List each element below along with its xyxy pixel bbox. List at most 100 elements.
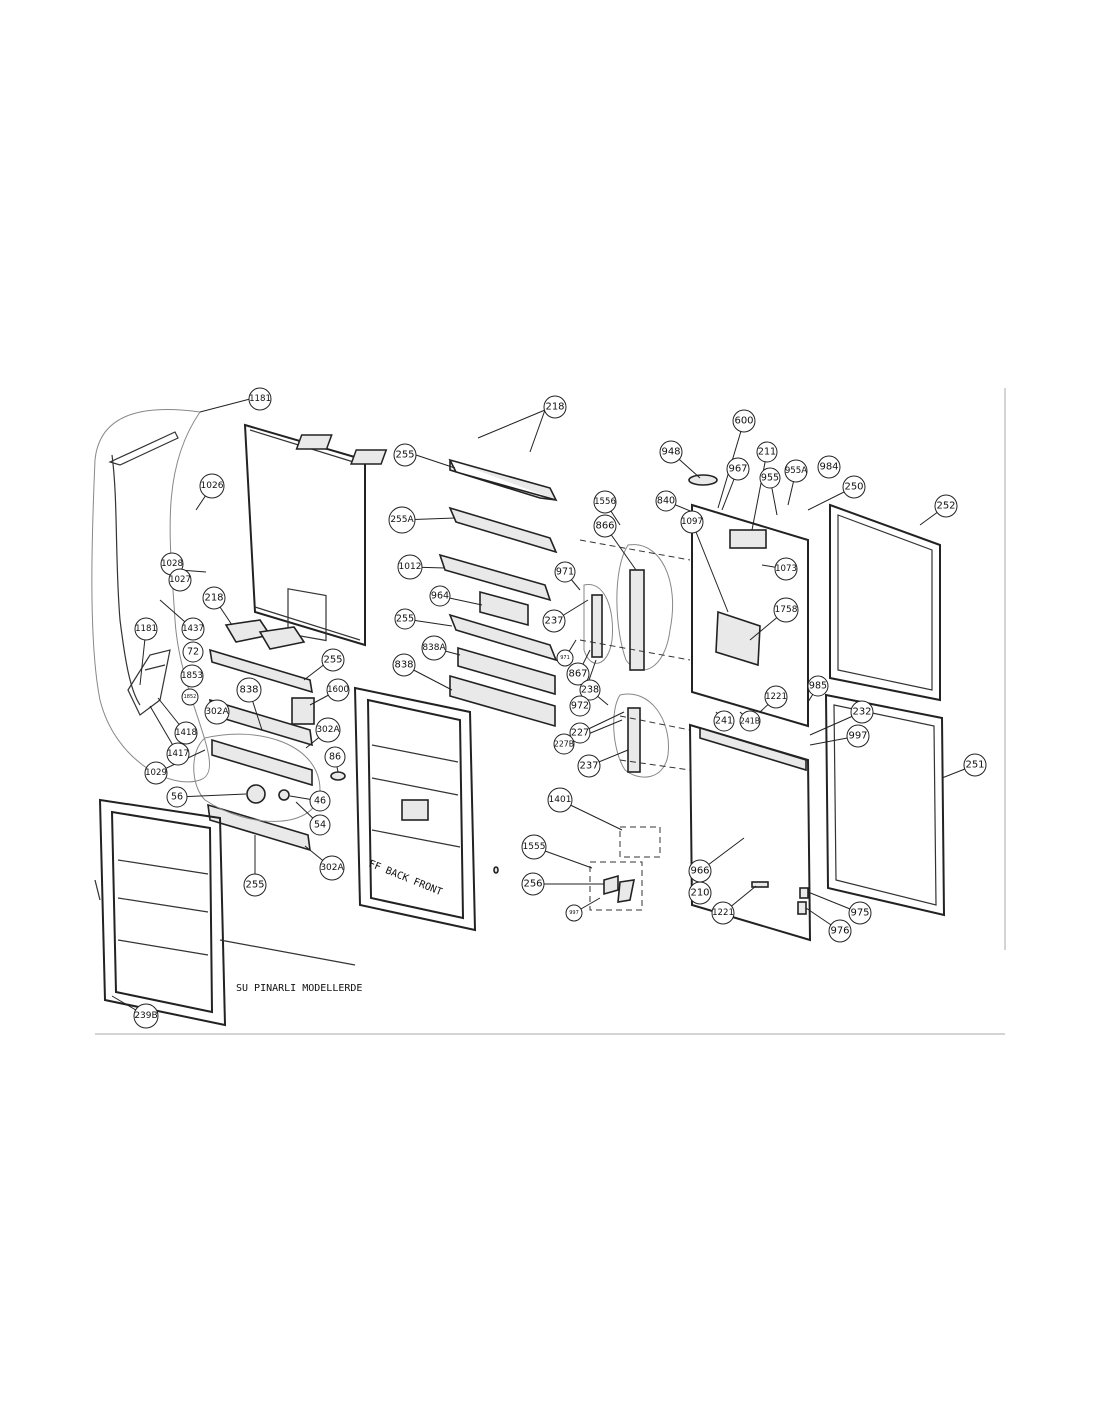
callout-label: 302A: [320, 863, 344, 873]
display-panel-211: [729, 529, 767, 549]
callout-241: 241: [713, 710, 735, 732]
callout-bubble: [593, 490, 617, 514]
hinge-axis-3: [619, 715, 691, 731]
callout-bubble: [521, 834, 547, 860]
callout-bubble: [202, 586, 226, 610]
callout-1600: 1600: [326, 678, 350, 702]
callout-bubble: [554, 561, 576, 583]
callout-218a: 218: [543, 395, 567, 419]
callout-1401: 1401: [547, 787, 573, 813]
callout-label: 1097: [681, 517, 703, 527]
callout-bubble: [963, 753, 987, 777]
callout-label: 966: [690, 866, 709, 877]
callout-label: 984: [819, 462, 838, 473]
callout-bubble: [248, 387, 272, 411]
callout-955A: 955A: [784, 459, 808, 483]
callout-bubble: [828, 919, 852, 943]
callout-label: 1221: [712, 908, 734, 918]
callout-label: 1029: [145, 768, 167, 778]
callout-1181a: 1181: [248, 387, 272, 411]
dispenser-group-outline: [193, 733, 321, 822]
ff-back-front-door-inner: [366, 698, 465, 920]
callout-967: 967: [726, 457, 750, 481]
callout-label: 1026: [201, 481, 224, 491]
callout-bubble: [324, 746, 346, 768]
callout-211: 211: [756, 441, 778, 463]
part-56-knob: [246, 784, 266, 804]
callout-838Aa: 838A: [421, 635, 447, 661]
cable-harness: [108, 431, 179, 706]
callout-label: 1437: [182, 624, 204, 634]
callout-bubble: [553, 733, 575, 755]
ff-back-front-door-bars: [371, 744, 461, 848]
callout-bubble: [429, 585, 451, 607]
callout-252: 252: [934, 494, 958, 518]
callout-label: 211: [758, 447, 776, 458]
callout-label: 975: [850, 908, 869, 919]
callout-label: 838: [239, 685, 258, 696]
callout-bubble: [784, 459, 808, 483]
callout-bubble: [556, 649, 574, 667]
callout-255b: 255: [394, 608, 416, 630]
callout-255a: 255: [393, 443, 417, 467]
callout-bubble: [713, 710, 735, 732]
callout-bubble: [569, 722, 591, 744]
door-shelf-255A: [448, 506, 558, 554]
callout-label: 210: [690, 888, 709, 899]
freezer-door-frame-bars: [117, 859, 209, 956]
callout-255c: 255: [321, 648, 345, 672]
callout-866: 866: [593, 514, 617, 538]
hinge-axis-1: [579, 539, 691, 561]
callout-label: 866: [595, 521, 614, 532]
callout-256: 256: [521, 872, 545, 896]
callout-bubble: [204, 699, 230, 725]
callout-1221b: 1221: [711, 901, 735, 925]
gasket-252-inner: [837, 514, 933, 691]
callout-1181b: 1181: [134, 617, 158, 641]
callout-label: 237: [579, 761, 598, 772]
callout-label: 227B: [554, 740, 574, 749]
callout-997b: 997: [565, 904, 583, 922]
shelf-302A-lower: [211, 738, 313, 787]
callout-210: 210: [688, 881, 712, 905]
door-shelf-1012: [438, 553, 552, 602]
callout-302Ac: 302A: [319, 855, 345, 881]
callout-label: 218: [545, 402, 564, 413]
callout-bubble: [134, 617, 158, 641]
callout-label: 997: [569, 910, 579, 916]
callout-250: 250: [842, 475, 866, 499]
hinge-pin-975: [799, 887, 809, 899]
callout-948: 948: [659, 440, 683, 464]
callout-label: 302A: [205, 707, 229, 717]
callout-1556: 1556: [593, 490, 617, 514]
callout-54: 54: [309, 814, 331, 836]
callout-bubble: [180, 664, 204, 688]
callout-bubble: [759, 467, 781, 489]
callout-1221a: 1221: [764, 685, 788, 709]
callout-label: 997: [848, 731, 867, 742]
callout-label: 1221: [765, 692, 787, 702]
callout-label: 46: [314, 796, 326, 807]
callout-971b: 971: [556, 649, 574, 667]
callout-bubble: [807, 675, 829, 697]
callout-label: 250: [844, 482, 863, 493]
callout-838b: 838: [236, 677, 262, 703]
callout-bubble: [166, 742, 190, 766]
callout-label: 964: [431, 591, 449, 602]
grid-218-right: [350, 449, 388, 465]
callout-1758: 1758: [773, 597, 799, 623]
callout-label: 302A: [316, 725, 340, 735]
callout-label: 1853: [181, 671, 203, 681]
callout-955: 955: [759, 467, 781, 489]
callout-label: 251: [965, 760, 984, 771]
callout-1029: 1029: [144, 761, 168, 785]
callout-bubble: [842, 475, 866, 499]
callout-label: 840: [657, 496, 675, 507]
fz-door-handle: [699, 726, 807, 772]
callout-72: 72: [182, 641, 204, 663]
small-screw: [493, 866, 499, 874]
callout-86: 86: [324, 746, 346, 768]
callout-label: 948: [661, 447, 680, 458]
callout-bubble: [182, 641, 204, 663]
callout-1027: 1027: [168, 568, 192, 592]
